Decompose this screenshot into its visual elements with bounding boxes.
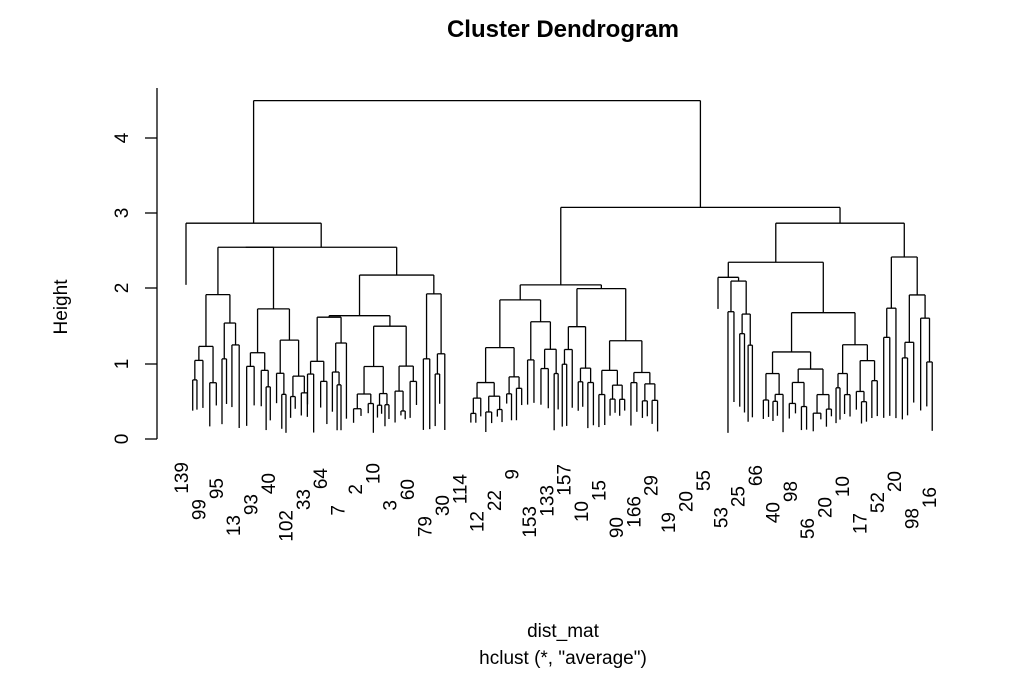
leaf-label-22: 157 (555, 464, 576, 496)
leaf-label-42: 98 (903, 508, 924, 529)
leaf-label-2: 95 (207, 478, 228, 499)
y-tick-label-1: 1 (112, 359, 133, 370)
leaf-label-28: 19 (659, 512, 680, 533)
leaf-label-16: 114 (450, 474, 471, 505)
leaf-label-1: 99 (189, 499, 210, 520)
leaf-label-29: 20 (677, 491, 698, 512)
leaf-label-3: 13 (224, 515, 245, 536)
leaf-label-37: 20 (816, 497, 837, 518)
leaf-label-25: 90 (607, 517, 628, 538)
leaf-label-13: 60 (398, 479, 419, 500)
leaf-label-4: 93 (242, 494, 263, 515)
chart-title: Cluster Dendrogram (447, 16, 679, 43)
leaf-label-24: 15 (590, 480, 611, 501)
x-axis-label: dist_mat (527, 621, 600, 642)
y-tick-label-3: 3 (112, 208, 133, 219)
y-tick-label-0: 0 (112, 434, 133, 445)
leaf-label-35: 98 (781, 481, 802, 502)
x-axis-subtitle: hclust (*, "average") (479, 648, 647, 669)
leaf-label-39: 17 (850, 513, 871, 534)
leaf-label-23: 10 (572, 501, 593, 522)
leaf-label-27: 29 (642, 475, 663, 496)
leaf-label-31: 53 (711, 507, 732, 528)
leaf-label-41: 20 (885, 471, 906, 492)
leaf-label-11: 10 (363, 463, 384, 484)
leaf-label-43: 16 (920, 487, 941, 508)
leaf-label-14: 79 (416, 516, 437, 537)
leaf-label-0: 139 (172, 462, 193, 494)
leaf-label-17: 12 (468, 511, 489, 532)
leaf-label-38: 10 (833, 476, 854, 497)
leaf-label-18: 22 (485, 490, 506, 511)
y-tick-label-4: 4 (112, 132, 133, 143)
leaf-label-30: 55 (694, 470, 715, 491)
leaf-label-40: 52 (868, 492, 889, 513)
leaf-label-34: 40 (763, 502, 784, 523)
leaf-label-19: 9 (503, 469, 524, 480)
leaf-label-32: 25 (729, 486, 750, 507)
leaf-label-8: 64 (311, 468, 332, 490)
leaf-label-10: 2 (346, 484, 367, 495)
leaf-label-33: 66 (746, 465, 767, 486)
leaf-labels: 1399995139340102336472103607930114122291… (172, 462, 941, 542)
leaf-label-9: 7 (329, 505, 350, 516)
leaf-label-21: 133 (537, 485, 558, 517)
y-axis-label: Height (51, 279, 72, 335)
leaf-label-6: 102 (276, 510, 297, 542)
leaf-label-15: 30 (433, 495, 454, 516)
dendrogram-branches (185, 99, 933, 433)
leaf-label-26: 166 (624, 496, 645, 528)
leaf-label-20: 153 (520, 506, 541, 538)
y-tick-label-2: 2 (112, 283, 133, 294)
leaf-label-7: 33 (294, 489, 315, 510)
leaf-label-12: 3 (381, 500, 402, 511)
leaf-label-36: 56 (798, 518, 819, 539)
leaf-label-5: 40 (259, 473, 280, 494)
